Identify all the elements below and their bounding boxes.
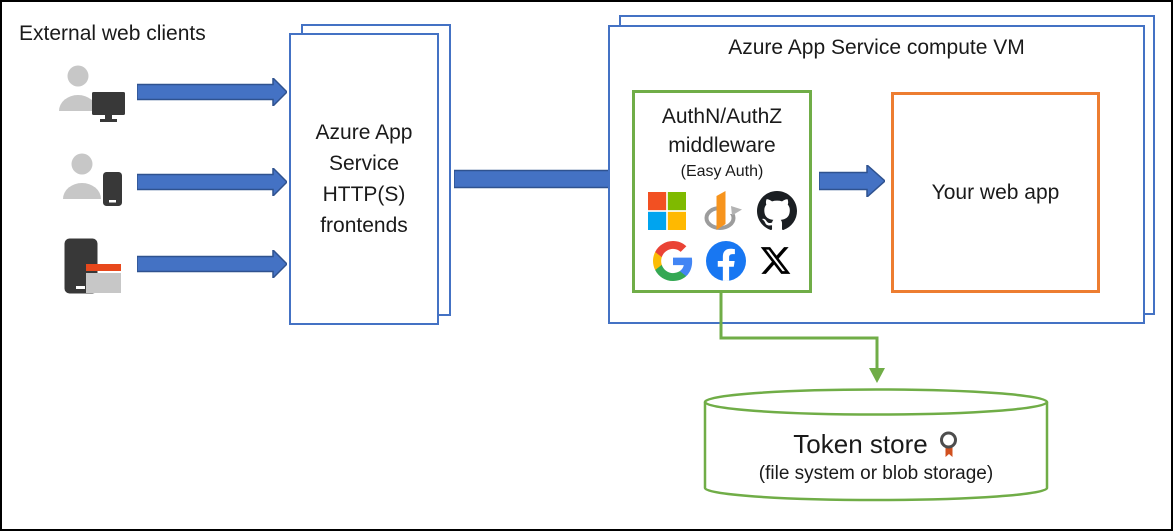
auth-middleware-subtitle: (Easy Auth) xyxy=(680,163,764,180)
facebook-icon xyxy=(705,240,746,281)
microsoft-icon xyxy=(647,191,686,230)
client-arrow-3-icon xyxy=(137,250,287,278)
web-app-box: Your web app xyxy=(891,92,1100,293)
token-store-text: Token store (file system or blob storage… xyxy=(703,429,1049,485)
compute-vm-title: Azure App Service compute VM xyxy=(728,36,1025,59)
provider-row-2 xyxy=(652,240,792,281)
certificate-icon xyxy=(939,431,957,457)
arrow-frontends-to-vm-icon xyxy=(454,163,627,195)
token-store-title: Token store xyxy=(793,429,928,459)
user-desktop-icon xyxy=(59,65,125,122)
token-store-cylinder xyxy=(703,388,1049,502)
web-app-label: Your web app xyxy=(931,180,1060,204)
frontends-box-label: Azure App Service HTTP(S) frontends xyxy=(315,121,413,237)
provider-row-1 xyxy=(647,190,797,231)
client-arrow-2-icon xyxy=(137,168,287,196)
auth-middleware-box: AuthN/AuthZ middleware (Easy Auth) xyxy=(632,90,812,293)
x-twitter-icon xyxy=(760,247,790,274)
google-icon xyxy=(652,240,692,281)
token-store-subtitle: (file system or blob storage) xyxy=(758,463,994,484)
user-mobile-icon xyxy=(63,153,122,206)
frontends-box: Azure App Service HTTP(S) frontends xyxy=(289,33,439,325)
device-browser-icon xyxy=(64,238,121,294)
auth-middleware-title: AuthN/AuthZ middleware xyxy=(661,105,783,157)
openid-icon xyxy=(704,191,744,230)
token-store-connector-icon xyxy=(719,292,885,383)
github-icon xyxy=(756,190,797,230)
arrow-middleware-to-webapp-icon xyxy=(819,165,885,197)
external-clients-label: External web clients xyxy=(19,22,206,45)
client-arrow-1-icon xyxy=(137,78,287,106)
